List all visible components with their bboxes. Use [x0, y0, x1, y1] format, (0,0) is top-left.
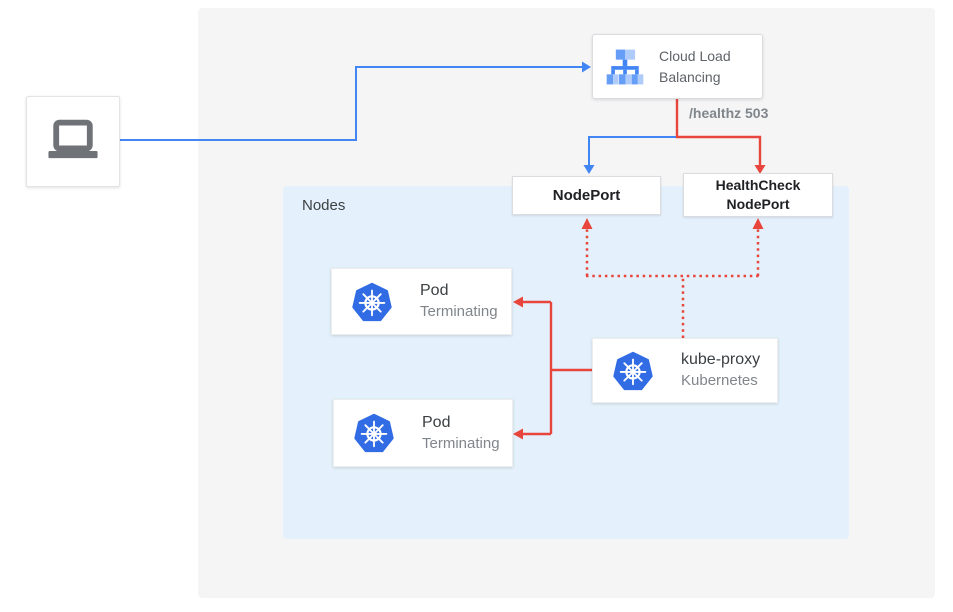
load-balancer-icon: [606, 49, 644, 84]
kube-proxy-node: kube-proxy Kubernetes: [592, 338, 778, 403]
nodeport-node: NodePort: [512, 176, 661, 215]
pod-title: Pod: [420, 282, 449, 300]
kube-proxy-subtitle: Kubernetes: [681, 372, 758, 390]
kubernetes-icon: [350, 280, 394, 324]
nodeport-label: NodePort: [552, 187, 621, 204]
client-node: [26, 96, 120, 187]
pod-status: Terminating: [422, 434, 500, 452]
kube-proxy-title: kube-proxy: [681, 351, 761, 369]
healthcheck-nodeport-label: HealthCheck NodePort: [715, 177, 801, 212]
cloud-load-balancing-node: Cloud Load Balancing: [592, 34, 763, 99]
pod-node: Pod Terminating: [333, 399, 513, 467]
pod-status: Terminating: [420, 303, 498, 321]
laptop-icon: [48, 119, 98, 158]
pod-node: Pod Terminating: [331, 268, 512, 335]
kubernetes-icon: [352, 411, 396, 455]
kubernetes-icon: [611, 349, 655, 393]
pod-title: Pod: [422, 413, 451, 431]
cloud-load-balancing-label: Cloud Load Balancing: [659, 48, 731, 85]
healthz-status-label: /healthz 503: [689, 105, 769, 121]
nodes-label: Nodes: [302, 197, 346, 214]
healthcheck-nodeport-node: HealthCheck NodePort: [683, 173, 833, 217]
